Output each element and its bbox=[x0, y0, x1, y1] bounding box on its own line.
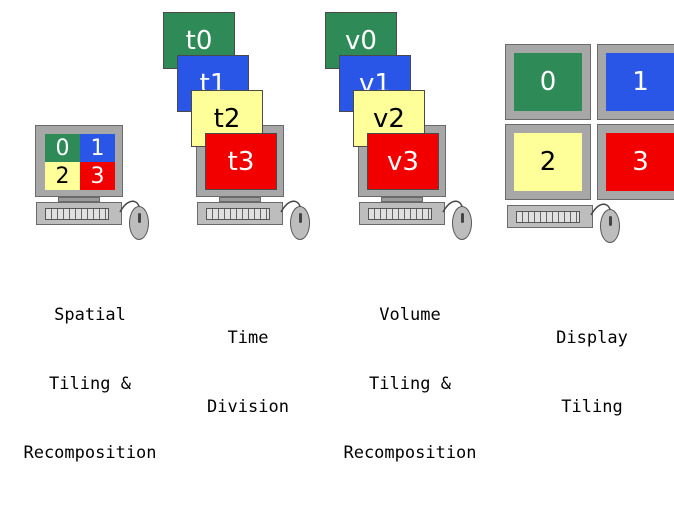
spatial-tile-2: 2 bbox=[45, 162, 80, 190]
spatial-caption: Spatial Tiling & Recomposition bbox=[0, 258, 180, 511]
monitor-stand bbox=[219, 197, 261, 202]
mouse-icon bbox=[600, 209, 620, 243]
monitor: 3 bbox=[597, 124, 674, 200]
spatial-tile-3: 3 bbox=[80, 162, 115, 190]
display-tile-3: 3 bbox=[606, 133, 674, 191]
caption-line: Recomposition bbox=[23, 443, 157, 463]
monitor: 0 bbox=[505, 44, 591, 120]
mouse-icon bbox=[452, 206, 472, 240]
display-tile-2: 2 bbox=[514, 133, 582, 191]
time-caption: Time Division bbox=[158, 281, 338, 465]
spatial-tile-0: 0 bbox=[45, 134, 80, 162]
caption-line: Display bbox=[556, 328, 628, 348]
caption-line: Tiling bbox=[561, 397, 623, 417]
caption-line: Tiling & bbox=[369, 374, 451, 394]
display-tile-1: 1 bbox=[606, 53, 674, 111]
monitor-stand bbox=[58, 197, 100, 202]
keyboard bbox=[507, 205, 593, 228]
caption-line: Time bbox=[227, 328, 269, 348]
caption-line: Spatial bbox=[54, 305, 126, 325]
caption-line: Volume bbox=[379, 305, 441, 325]
caption-line: Tiling & bbox=[49, 374, 131, 394]
monitor-stand bbox=[381, 197, 423, 202]
display-caption: Display Tiling bbox=[510, 281, 674, 465]
keyboard bbox=[359, 202, 445, 225]
mouse-icon bbox=[290, 206, 310, 240]
mouse-icon bbox=[129, 206, 149, 240]
monitor: 1 bbox=[597, 44, 674, 120]
volume-frame-v3: v3 bbox=[367, 133, 439, 190]
spatial-tile-1: 1 bbox=[80, 134, 115, 162]
monitor: 0 1 2 3 bbox=[35, 125, 123, 197]
display-tile-0: 0 bbox=[514, 53, 582, 111]
caption-line: Recomposition bbox=[343, 443, 477, 463]
keyboard bbox=[197, 202, 283, 225]
time-frame-t3: t3 bbox=[205, 133, 277, 190]
caption-line: Division bbox=[207, 397, 289, 417]
keyboard bbox=[36, 202, 122, 225]
monitor: 2 bbox=[505, 124, 591, 200]
volume-caption: Volume Tiling & Recomposition bbox=[320, 258, 500, 511]
